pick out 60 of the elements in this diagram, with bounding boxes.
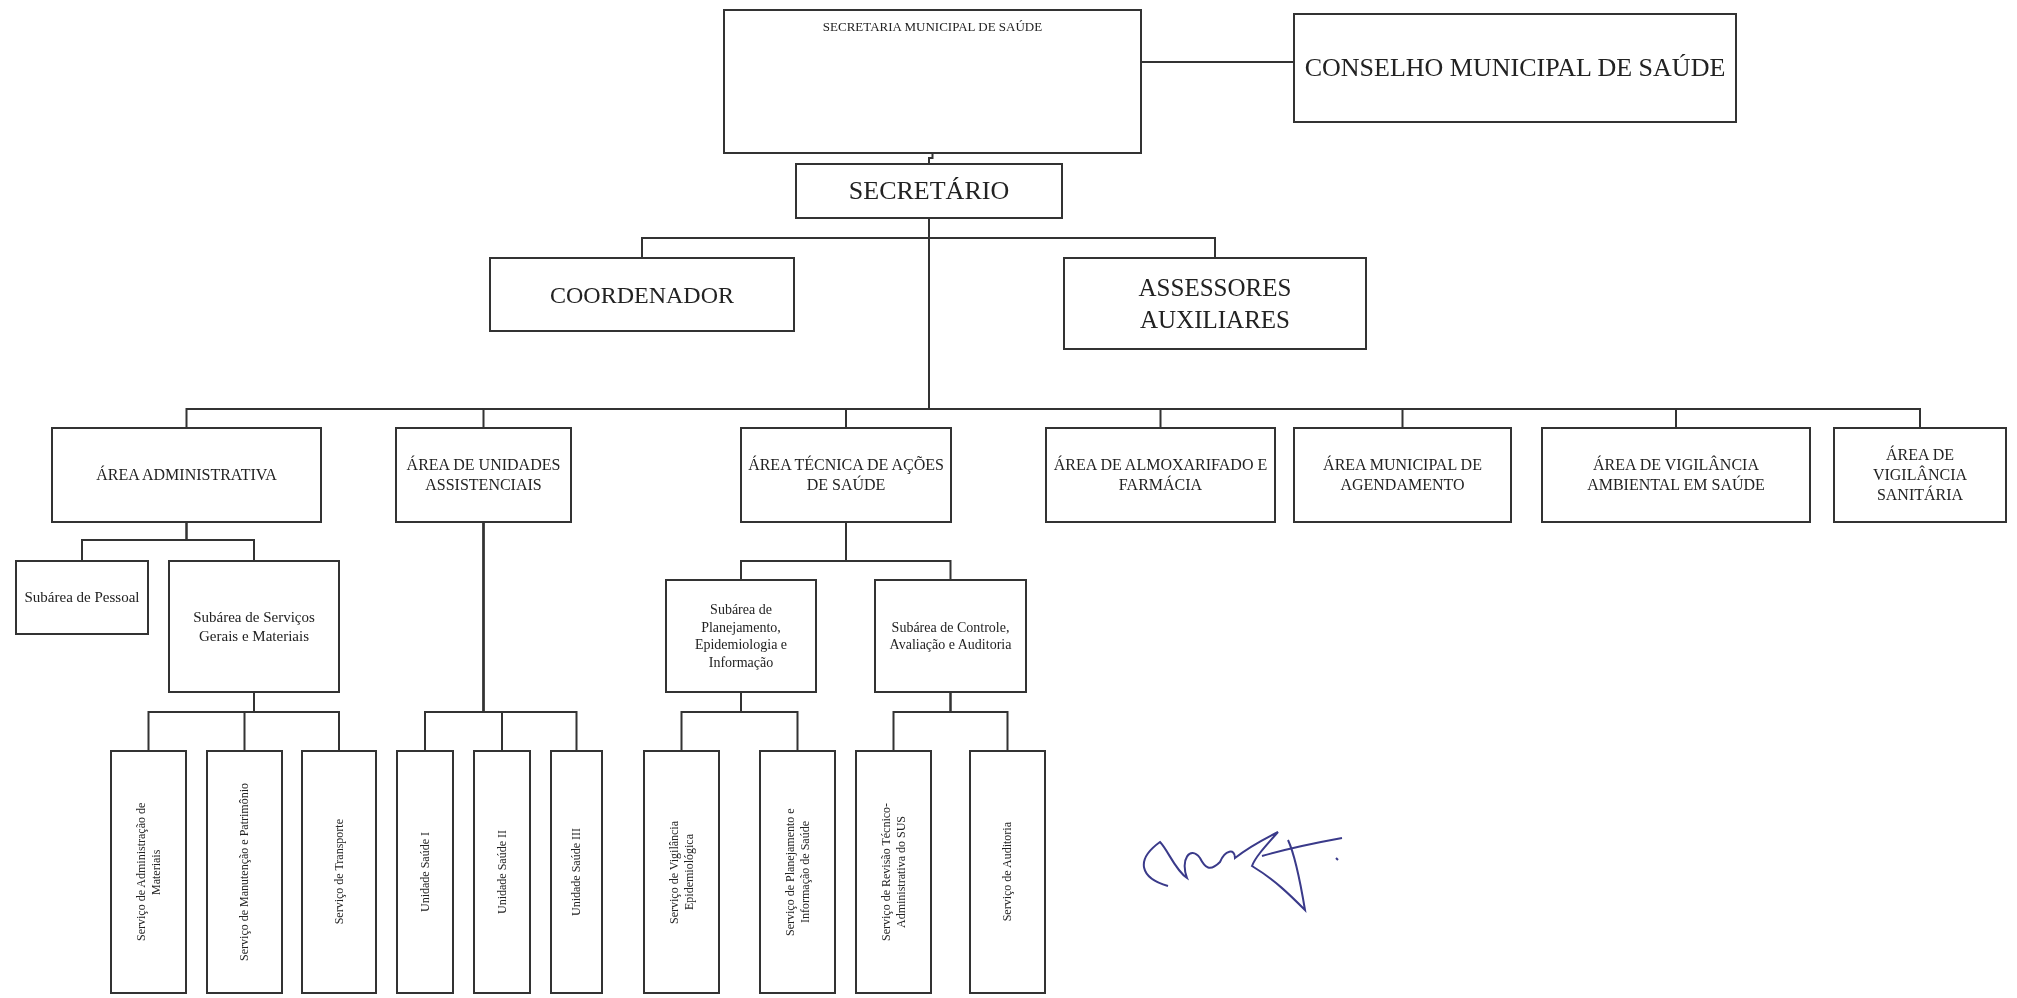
org-box-text: ÁREA DE ALMOXARIFADO E FARMÁCIA bbox=[1052, 455, 1269, 495]
org-box bbox=[51, 427, 322, 523]
org-box bbox=[550, 750, 603, 994]
org-box bbox=[795, 163, 1063, 219]
org-box-text: Serviço de Manutenção e Patrimônio bbox=[237, 783, 252, 961]
org-box bbox=[1541, 427, 1811, 523]
org-box bbox=[301, 750, 377, 994]
org-box-text: Serviço de Revisão Técnico-Administrativa do SUS bbox=[878, 801, 909, 944]
org-box-text: Subárea de Pessoal bbox=[24, 588, 140, 607]
org-box-text: COORDENADOR bbox=[550, 280, 734, 310]
connector-line bbox=[1141, 61, 1294, 63]
connector-line bbox=[740, 692, 799, 751]
org-box bbox=[643, 750, 720, 994]
org-box bbox=[396, 750, 454, 994]
org-box-text: ÁREA ADMINISTRATIVA bbox=[96, 465, 277, 485]
org-box-text: CONSELHO MUNICIPAL DE SAÚDE bbox=[1304, 51, 1726, 84]
org-box bbox=[1063, 257, 1367, 350]
org-box-text: ÁREA TÉCNICA DE AÇÕES DE SAÚDE bbox=[747, 455, 945, 495]
org-box-text: Serviço de Transporte bbox=[331, 819, 347, 925]
org-box bbox=[395, 427, 572, 523]
org-box bbox=[740, 427, 952, 523]
org-box-text: Unidade Saúde II bbox=[494, 830, 510, 914]
org-box bbox=[15, 560, 149, 635]
org-box-text: Unidade Saúde I bbox=[417, 832, 433, 912]
org-box-text: SECRETARIA MUNICIPAL DE SAÚDE bbox=[822, 19, 1043, 36]
org-box bbox=[1045, 427, 1276, 523]
org-box-text: Subárea de Serviços Gerais e Materiais bbox=[192, 607, 316, 646]
org-box-text: ÁREA DE VIGILÂNCIA SANITÁRIA bbox=[1871, 445, 1969, 505]
org-box bbox=[473, 750, 531, 994]
org-box bbox=[759, 750, 836, 994]
org-box bbox=[969, 750, 1046, 994]
connector-line bbox=[185, 522, 255, 561]
org-box bbox=[489, 257, 795, 332]
org-box-text: Subárea de Planejamento, Epidemiologia e Informação bbox=[693, 601, 789, 671]
org-box bbox=[206, 750, 283, 994]
org-box-text: Serviço de Vigilância Epidemiológica bbox=[666, 819, 697, 926]
org-box bbox=[723, 9, 1142, 154]
org-box-text: ÁREA MUNICIPAL DE AGENDAMENTO bbox=[1322, 455, 1483, 495]
org-box bbox=[1293, 13, 1737, 123]
org-box-text: Unidade Saúde III bbox=[569, 828, 584, 916]
org-box bbox=[874, 579, 1027, 693]
org-box bbox=[110, 750, 187, 994]
org-box-text: ÁREA DE UNIDADES ASSISTENCIAIS bbox=[405, 455, 562, 495]
connector-line bbox=[845, 522, 952, 580]
org-box bbox=[1293, 427, 1512, 523]
org-box-text: ÁREA DE VIGILÂNCIA AMBIENTAL EM SAÚDE bbox=[1586, 455, 1766, 495]
org-box-text: Subárea de Controle, Avaliação e Auditoria bbox=[888, 618, 1013, 654]
org-box-text: Serviço de Auditoria bbox=[1000, 822, 1015, 922]
org-box-text: ASSESSORES AUXILIARES bbox=[1137, 273, 1293, 335]
org-box bbox=[168, 560, 340, 693]
org-box-text: SECRETÁRIO bbox=[848, 174, 1010, 207]
org-box bbox=[855, 750, 932, 994]
org-box bbox=[665, 579, 817, 693]
org-box bbox=[1833, 427, 2007, 523]
org-box-text: Serviço de Administração de Materiais bbox=[133, 801, 164, 944]
connector-line bbox=[482, 522, 578, 751]
connector-line bbox=[928, 153, 934, 164]
connector-line bbox=[949, 692, 1009, 751]
connector-line bbox=[253, 692, 340, 751]
org-box-text: Serviço de Planejamento e Informação de Saúde bbox=[782, 807, 813, 938]
